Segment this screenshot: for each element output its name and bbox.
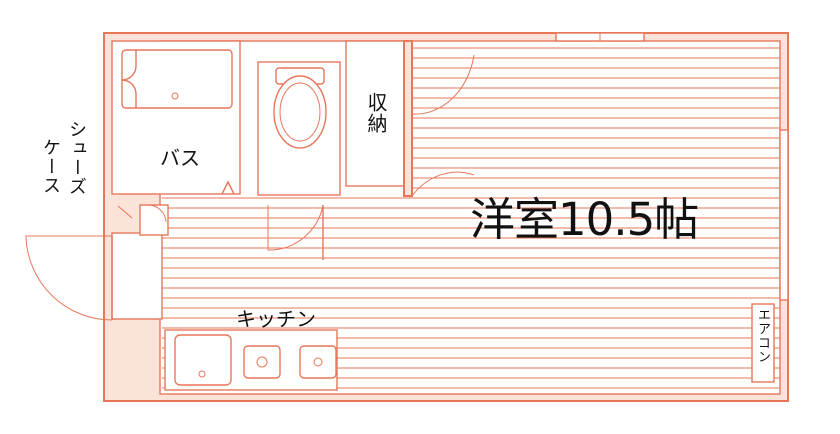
sink-icon (174, 334, 232, 386)
stove-left-icon (243, 345, 281, 379)
closet-door-swing (411, 42, 475, 115)
bath-drain-icon (171, 92, 179, 100)
shoe-case-label-line1: シューズ (66, 120, 87, 196)
toilet-door-swing (267, 204, 324, 251)
kitchen-label: キッチン (236, 307, 316, 331)
storage-label: 収納 (364, 92, 388, 134)
main-room-label: 洋室10.5帖 (470, 193, 699, 246)
aircon-label: エアコン (755, 308, 770, 364)
side-window (779, 129, 789, 301)
bathtub (121, 49, 233, 109)
bath-label: バス (160, 146, 200, 170)
shoe-case-label-line2: ケース (40, 138, 61, 195)
shoe-case (139, 204, 169, 236)
aircon-unit (751, 303, 775, 383)
toilet-bowl-icon (273, 75, 327, 149)
front-door-swing (25, 235, 113, 321)
entrance-floor (111, 232, 163, 320)
stove-right-icon (299, 345, 337, 379)
storage-closet (345, 40, 405, 187)
